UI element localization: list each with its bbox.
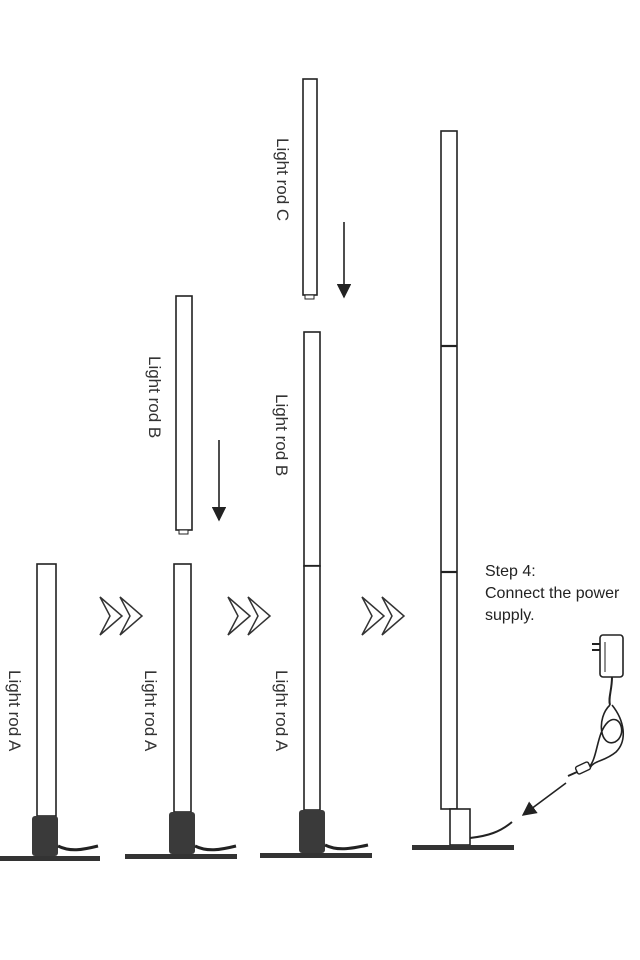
stage-3-insert-rod-c: Light rod C Light rod B Light rod A: [260, 78, 372, 858]
base-plate: [0, 856, 100, 861]
next-step-chevrons-3: [361, 596, 406, 636]
rod-c-label: Light rod C: [273, 138, 292, 221]
rod-c-floating: [302, 78, 318, 296]
rod-a-label-3: Light rod A: [272, 670, 291, 752]
rod-a-label-1: Light rod A: [5, 670, 24, 752]
base-connector: [32, 816, 58, 856]
step-text-line-2: supply.: [485, 607, 535, 624]
step-text-line-1: Connect the power: [485, 585, 620, 602]
stage-4-assembled-lamp: [412, 130, 567, 850]
lamp-cable: [469, 821, 513, 839]
next-step-chevrons-2: [227, 596, 272, 636]
power-cable-stub: [57, 844, 99, 852]
rod-a-stage-3: [303, 565, 321, 811]
step-4-instruction: Step 4: Connect the power supply.: [485, 561, 640, 627]
assembled-base-plate: [412, 845, 514, 850]
stage-2-insert-rod-b: Light rod B Light rod A: [125, 295, 237, 859]
rod-a-stage-2: [173, 563, 192, 813]
connect-arrow: [521, 782, 567, 816]
step-heading: Step 4:: [485, 563, 536, 580]
rod-b-label-1: Light rod B: [145, 356, 164, 438]
next-step-chevrons-1: [99, 596, 144, 636]
rod-a-stage-1: [36, 563, 57, 817]
power-adapter-icon: [567, 634, 624, 777]
rod-a-label-2: Light rod A: [141, 670, 160, 752]
assembled-rod: [440, 130, 458, 810]
rod-b-floating: [175, 295, 193, 531]
rod-b-stage-3: [303, 331, 321, 567]
stage-1-rod-a: Light rod A: [0, 563, 100, 861]
rod-b-label-2: Light rod B: [272, 394, 291, 476]
